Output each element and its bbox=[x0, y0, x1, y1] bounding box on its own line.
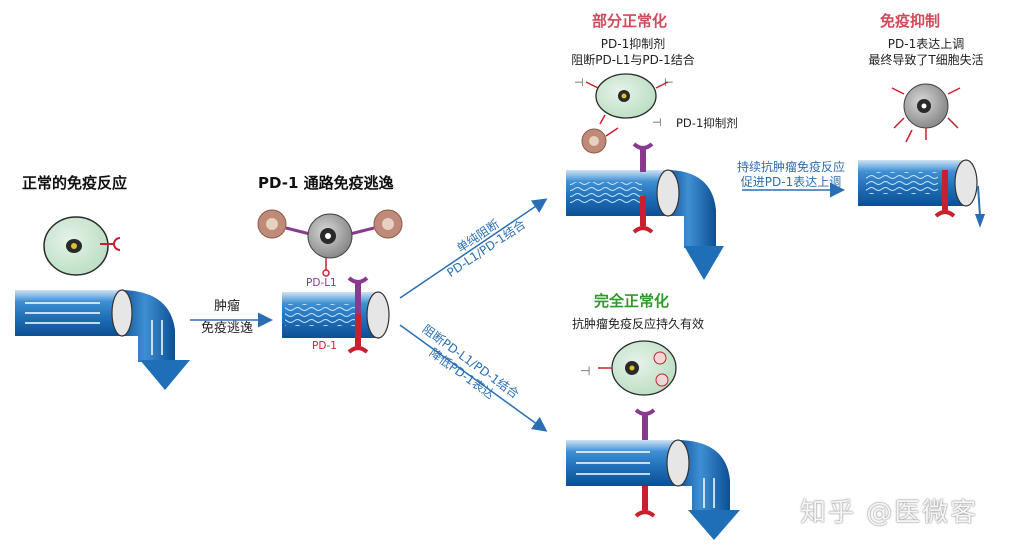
svg-text:⊢: ⊢ bbox=[664, 76, 674, 89]
complete-pipe bbox=[566, 408, 740, 540]
inhibitor-label: PD-1抑制剂 bbox=[676, 116, 738, 130]
tumor-escape-label: 肿瘤 免疫逃逸 bbox=[196, 296, 258, 340]
tumor-escape-line2: 免疫逃逸 bbox=[200, 321, 253, 336]
arrow-to-partial bbox=[399, 198, 548, 299]
escape-pipe bbox=[282, 276, 390, 354]
normal-tcell bbox=[43, 216, 121, 276]
suppressed-subtitle: PD-1表达上调 最终导致了T细胞失活 bbox=[860, 36, 992, 68]
tumor-escape-line1: 肿瘤 bbox=[213, 299, 240, 314]
pd1-label: PD-1 bbox=[312, 340, 337, 352]
suppressed-subtitle-line2: 最终导致了T细胞失活 bbox=[868, 53, 984, 67]
to-suppressed-label: 持续抗肿瘤免疫反应 促进PD-1表达上调 bbox=[732, 160, 850, 190]
normal-pipe bbox=[15, 289, 190, 390]
watermark: 知乎 @医微客 bbox=[800, 498, 979, 528]
to-suppressed-line1: 持续抗肿瘤免疫反应 bbox=[736, 160, 845, 174]
suppressed-tumor bbox=[891, 83, 961, 143]
partial-tcell: ⊣ ⊢ ⊣ bbox=[574, 73, 674, 154]
escape-tumor-cluster bbox=[257, 209, 403, 277]
complete-subtitle: 抗肿瘤免疫反应持久有效 bbox=[572, 317, 705, 331]
normal-title: 正常的免疫反应 bbox=[22, 174, 128, 192]
suppressed-subtitle-line1: PD-1表达上调 bbox=[887, 37, 965, 51]
svg-text:⊣: ⊣ bbox=[574, 76, 584, 89]
svg-text:⊣: ⊣ bbox=[652, 116, 662, 129]
partial-pipe bbox=[566, 142, 724, 280]
escape-title: PD-1 通路免疫逃逸 bbox=[258, 174, 394, 192]
svg-text:⊣: ⊣ bbox=[580, 364, 590, 378]
suppressed-title: 免疫抑制 bbox=[880, 12, 941, 30]
to-suppressed-line2: 促进PD-1表达上调 bbox=[740, 175, 842, 189]
partial-subtitle-line2: 阻断PD-L1与PD-1结合 bbox=[571, 53, 695, 67]
complete-title: 完全正常化 bbox=[594, 292, 670, 310]
partial-subtitle-line1: PD-1抑制剂 bbox=[600, 37, 666, 51]
complete-tcell: ⊣ bbox=[580, 340, 677, 396]
partial-subtitle: PD-1抑制剂 阻断PD-L1与PD-1结合 bbox=[568, 36, 698, 68]
suppressed-pipe bbox=[858, 159, 985, 228]
pdl1-label: PD-L1 bbox=[306, 277, 337, 289]
arrow-to-complete bbox=[399, 324, 548, 432]
partial-title: 部分正常化 bbox=[592, 12, 668, 30]
